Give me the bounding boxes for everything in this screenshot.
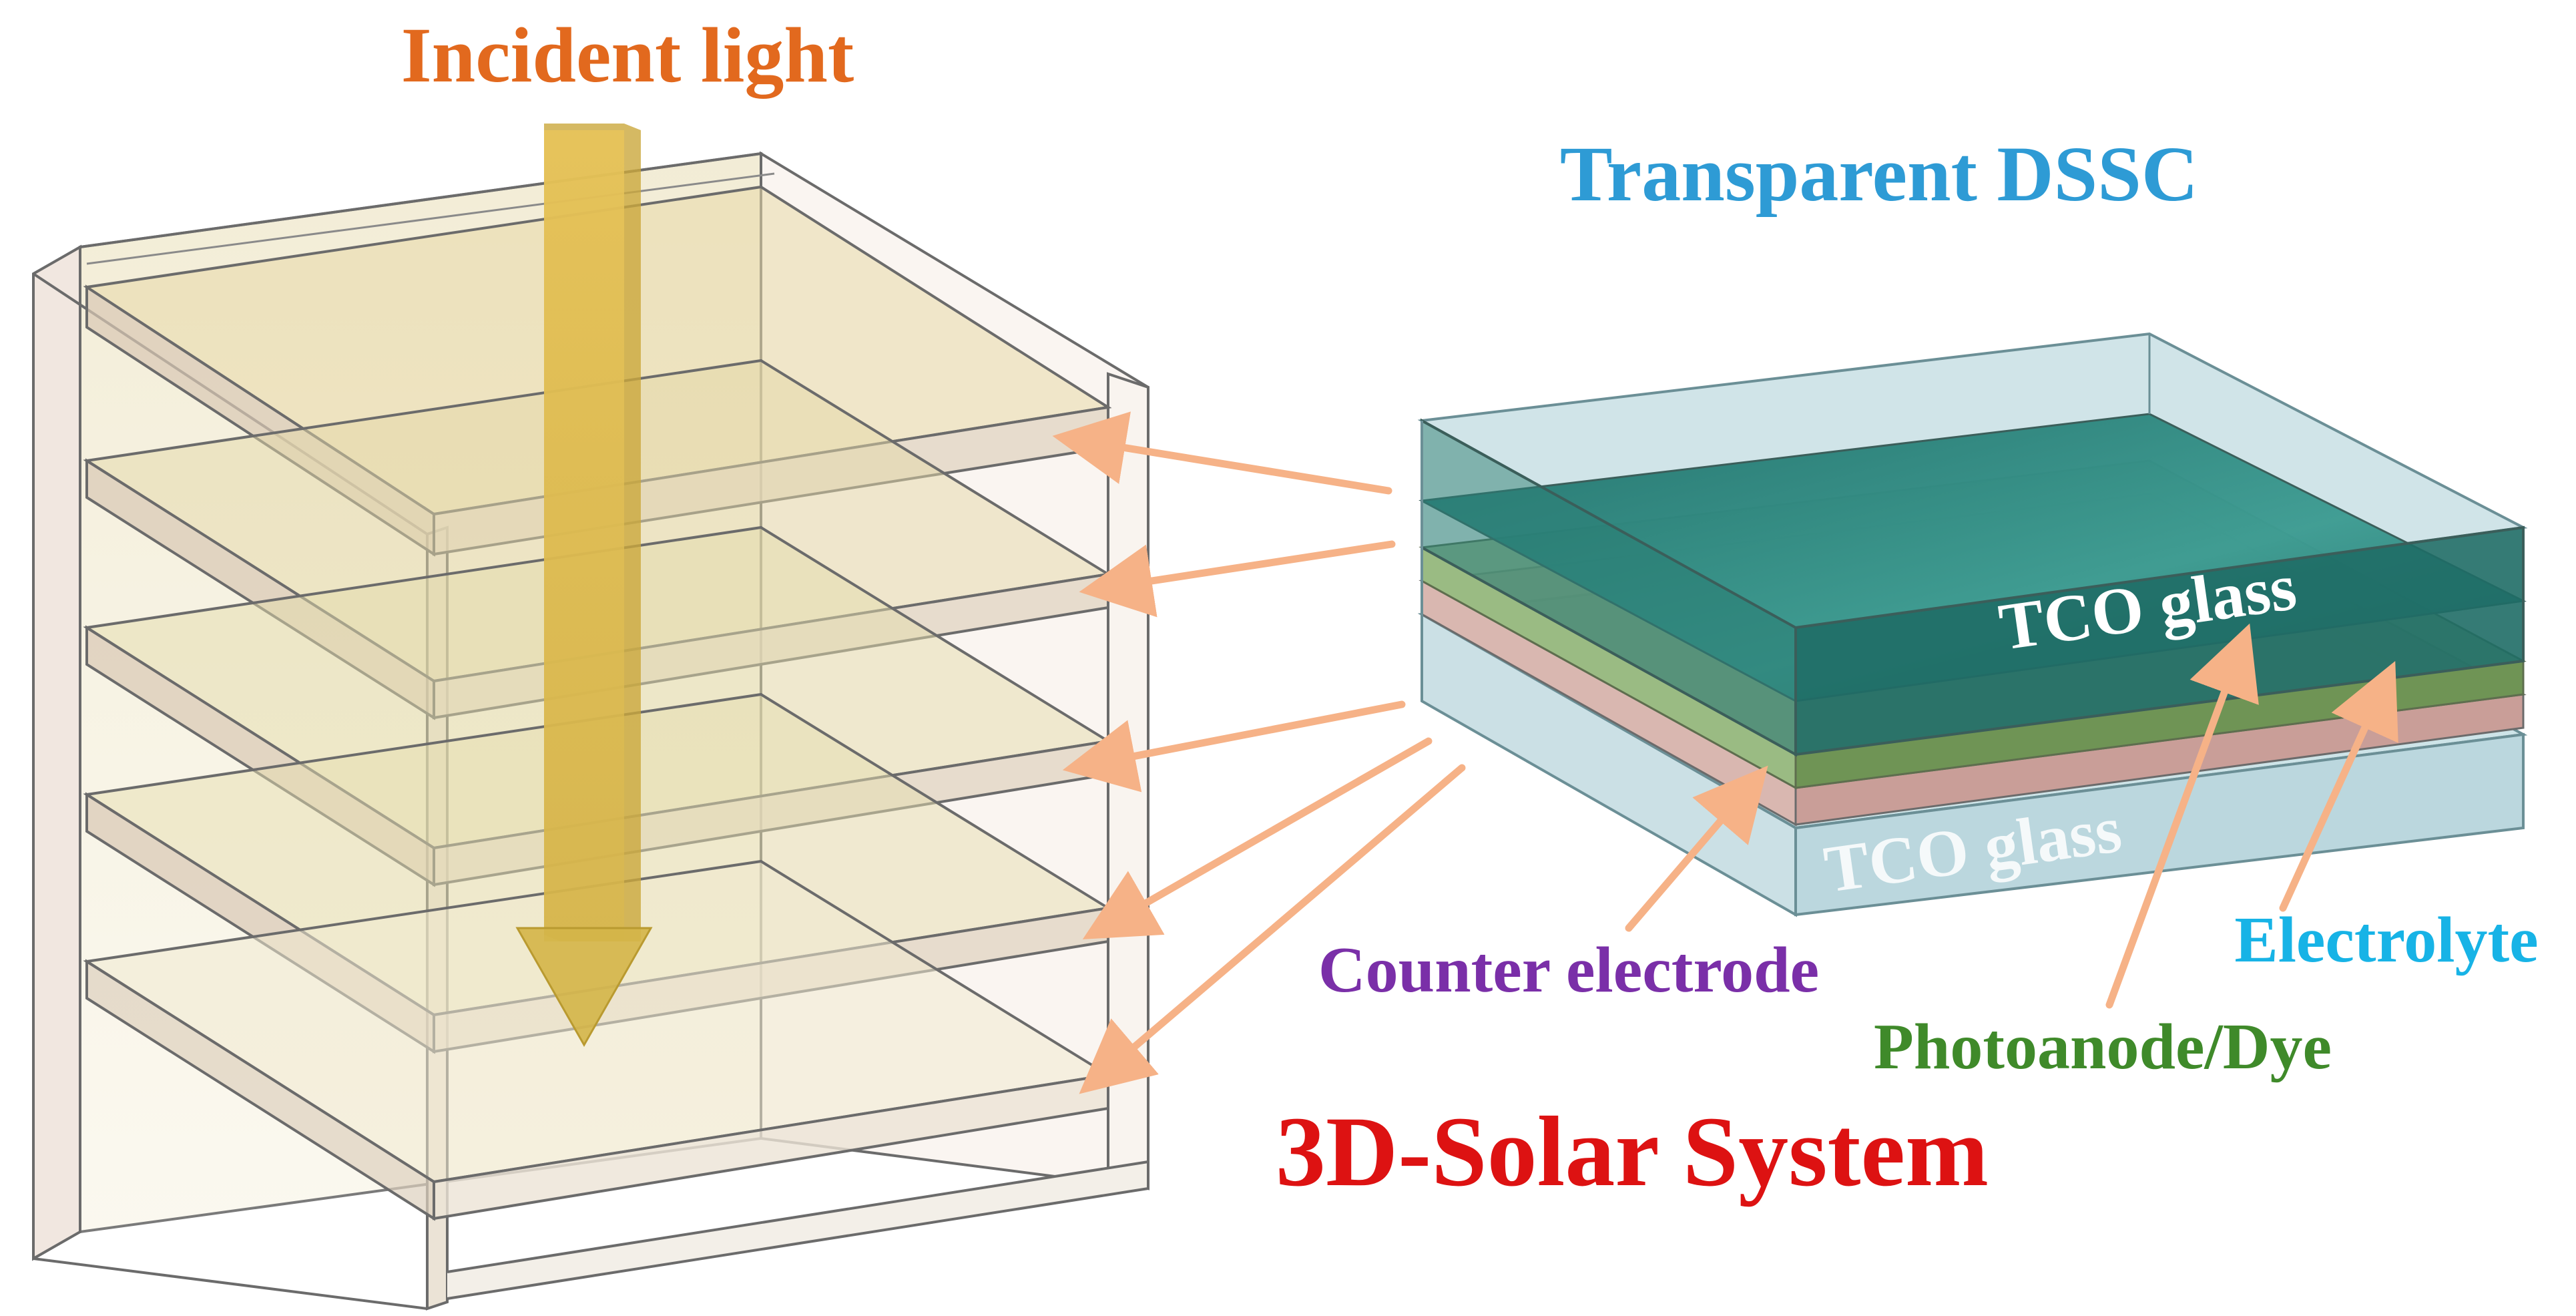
photoanode-dye-label: Photoanode/Dye — [1874, 1011, 2332, 1083]
arrow-to-panel-5 — [1079, 764, 1466, 1094]
system-title-label: 3D-Solar System — [1276, 1096, 1989, 1207]
incident-light-arrow — [515, 124, 653, 1048]
arrow-to-panel-4 — [1082, 737, 1433, 939]
box-top-edge — [79, 152, 762, 248]
electrolyte-label: Electrolyte — [2234, 904, 2538, 976]
dssc-stack — [1417, 332, 2528, 917]
arrow-counter-electrode — [1625, 765, 1768, 932]
arrow-to-panel-3 — [1062, 700, 1406, 793]
arrow-to-panel-2 — [1079, 540, 1396, 618]
incident-light-label: Incident light — [401, 11, 854, 99]
connector-arrows — [1052, 411, 2398, 1094]
arrow-photoanode — [2105, 623, 2259, 1009]
box-front-bottom — [33, 1257, 428, 1310]
arrow-to-panel-1 — [1052, 411, 1392, 495]
counter-electrode-label: Counter electrode — [1318, 934, 1819, 1006]
transparent-dssc-label: Transparent DSSC — [1560, 130, 2198, 218]
arrow-electrolyte — [2279, 660, 2398, 912]
box-base — [447, 1160, 1149, 1300]
box-left-wall — [32, 244, 81, 1261]
stacked-solar-box — [32, 124, 1149, 1311]
box-inner-top — [86, 172, 775, 265]
